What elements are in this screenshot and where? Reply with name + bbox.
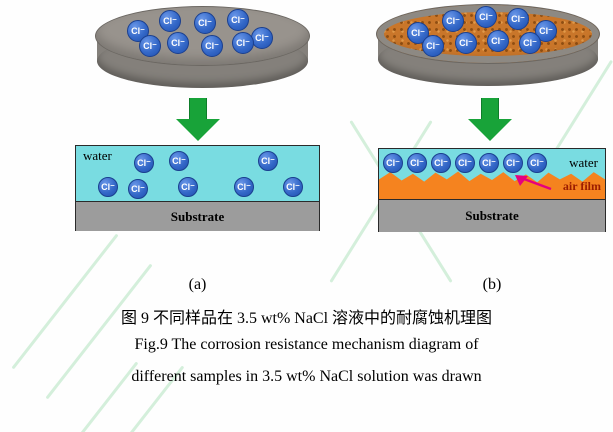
chloride-ion: Cl⁻ — [383, 153, 403, 173]
water-label: water — [83, 148, 112, 163]
chloride-ion: Cl⁻ — [527, 153, 547, 173]
arrow-shaft — [481, 98, 499, 119]
caption-chinese: 图 9 不同样品在 3.5 wt% NaCl 溶液中的耐腐蚀机理图 — [120, 310, 493, 327]
chloride-ion: Cl⁻ — [178, 177, 198, 197]
cross-section-coated: Cl⁻ Cl⁻ Cl⁻ Cl⁻ Cl⁻ Cl⁻ Cl⁻ water air fi… — [378, 148, 606, 232]
air-film-pointer-arrow — [515, 175, 552, 191]
arrow-head — [468, 119, 512, 141]
chloride-ion: Cl⁻ — [507, 8, 529, 30]
cross-section-uncoated: water Cl⁻ Cl⁻ Cl⁻ Cl⁻ Cl⁻ Cl⁻ Cl⁻ Cl⁻ Su… — [75, 145, 320, 231]
chloride-ion: Cl⁻ — [535, 20, 557, 42]
caption-english-line2: different samples in 3.5 wt% NaCl soluti… — [131, 368, 482, 385]
chloride-ion: Cl⁻ — [283, 177, 303, 197]
air-film-label: air film — [562, 179, 601, 193]
chloride-ion: Cl⁻ — [159, 10, 181, 32]
chloride-ion: Cl⁻ — [128, 179, 148, 199]
chloride-ion: Cl⁻ — [139, 35, 161, 57]
panel-b-letter: (b) — [482, 276, 502, 293]
chloride-ion: Cl⁻ — [519, 32, 541, 54]
substrate-label: Substrate — [170, 208, 225, 224]
chloride-ion: Cl⁻ — [407, 153, 427, 173]
down-arrow — [176, 98, 220, 141]
chloride-ion: Cl⁻ — [431, 153, 451, 173]
chloride-ion: Cl⁻ — [487, 30, 509, 52]
chloride-ion: Cl⁻ — [422, 35, 444, 57]
chloride-ion: Cl⁻ — [169, 151, 189, 171]
chloride-ion: Cl⁻ — [455, 32, 477, 54]
chloride-ion: Cl⁻ — [227, 9, 249, 31]
chloride-ion: Cl⁻ — [98, 177, 118, 197]
chloride-ion: Cl⁻ — [167, 32, 189, 54]
chloride-ion: Cl⁻ — [479, 153, 499, 173]
chloride-ion: Cl⁻ — [234, 177, 254, 197]
chloride-ion: Cl⁻ — [201, 35, 223, 57]
chloride-ion: Cl⁻ — [503, 153, 523, 173]
chloride-ion: Cl⁻ — [442, 10, 464, 32]
arrow-shaft — [189, 98, 207, 119]
arrow-head — [176, 119, 220, 141]
petri-dish-uncoated: Cl⁻ Cl⁻ Cl⁻ Cl⁻ Cl⁻ Cl⁻ Cl⁻ Cl⁻ Cl⁻ — [95, 6, 310, 90]
chloride-ion: Cl⁻ — [232, 32, 254, 54]
down-arrow — [468, 98, 512, 141]
substrate-label: Substrate — [465, 208, 519, 223]
substrate-layer: Substrate — [76, 201, 319, 231]
chloride-ion: Cl⁻ — [251, 27, 273, 49]
chloride-ion: Cl⁻ — [455, 153, 475, 173]
water-label: water — [569, 155, 598, 170]
substrate-layer: Substrate — [379, 199, 605, 232]
chloride-ion: Cl⁻ — [194, 12, 216, 34]
chloride-ion: Cl⁻ — [475, 6, 497, 28]
chloride-ion: Cl⁻ — [258, 151, 278, 171]
petri-dish-coated: Cl⁻ Cl⁻ Cl⁻ Cl⁻ Cl⁻ Cl⁻ Cl⁻ Cl⁻ Cl⁻ — [376, 4, 600, 88]
caption-english-line1: Fig.9 The corrosion resistance mechanism… — [134, 336, 479, 353]
chloride-ion: Cl⁻ — [134, 153, 154, 173]
panel-a-letter: (a) — [188, 276, 207, 293]
